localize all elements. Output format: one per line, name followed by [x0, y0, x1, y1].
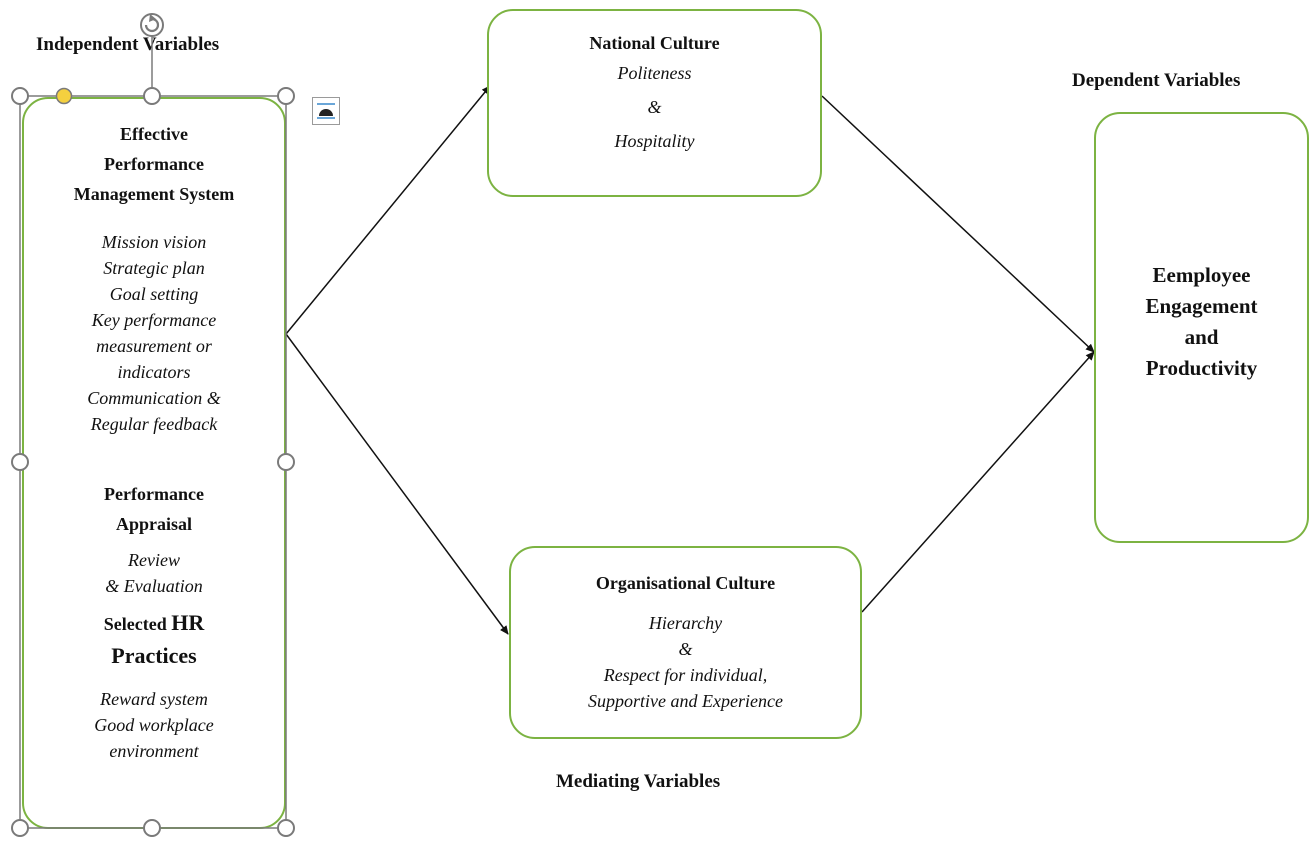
national-culture-items: Politeness & Hospitality [489, 56, 820, 158]
layout-options-icon[interactable] [312, 97, 340, 125]
text-line: Productivity [1145, 356, 1258, 380]
list-item: measurement or [96, 336, 212, 356]
text-line: and [1184, 325, 1219, 349]
dependent-variables-box[interactable]: Eemployee Engagement and Productivity [1094, 112, 1309, 543]
resize-handle-middle-left[interactable] [11, 453, 29, 471]
list-item: Politeness [617, 63, 692, 83]
list-item: Good workplace [94, 715, 214, 735]
performance-appraisal-items: Review & Evaluation [24, 547, 284, 599]
list-item: indicators [117, 362, 191, 382]
list-item: & [647, 97, 662, 117]
performance-appraisal-section: Performance Appraisal Review & Evaluatio… [24, 479, 284, 599]
organisational-culture-title: Organisational Culture [595, 573, 776, 593]
title-line: Performance [104, 484, 204, 504]
list-item: environment [109, 741, 199, 761]
list-item: & Evaluation [105, 576, 203, 596]
resize-handle-bottom-left[interactable] [11, 819, 29, 837]
resize-handle-bottom-right[interactable] [277, 819, 295, 837]
title-line: Performance [104, 154, 204, 174]
list-item: Strategic plan [103, 258, 205, 278]
list-item: Review [128, 550, 180, 570]
resize-handle-top-left[interactable] [11, 87, 29, 105]
text-line: Engagement [1145, 294, 1258, 318]
list-item: Reward system [100, 689, 208, 709]
adjust-handle[interactable] [55, 87, 73, 105]
list-item: Hierarchy [648, 613, 723, 633]
title-prefix: Selected [103, 614, 172, 634]
list-item: & [678, 639, 693, 659]
resize-handle-middle-right[interactable] [277, 453, 295, 471]
national-culture-box[interactable]: National Culture Politeness & Hospitalit… [487, 9, 822, 197]
arrow-national-to-dependent [821, 95, 1095, 353]
independent-variables-label: Independent Variables [36, 34, 220, 55]
arrow-to-national-culture [285, 85, 491, 335]
selected-hr-practices-title: Selected HR Practices [24, 607, 284, 672]
resize-handle-top-middle[interactable] [143, 87, 161, 105]
selected-hr-practices-section: Selected HR Practices Reward system Good… [24, 607, 284, 764]
resize-handle-top-right[interactable] [277, 87, 295, 105]
arrow-to-organisational-culture [285, 333, 509, 635]
title-line: Effective [120, 124, 188, 144]
performance-appraisal-title: Performance Appraisal [24, 479, 284, 539]
organisational-culture-items: Hierarchy & Respect for individual, Supp… [511, 610, 860, 714]
dependent-variables-label: Dependent Variables [1072, 70, 1241, 91]
text-line: Eemployee [1152, 263, 1251, 287]
list-item: Respect for individual, [603, 665, 768, 685]
title-line: Practices [111, 643, 197, 668]
organisational-culture-box[interactable]: Organisational Culture Hierarchy & Respe… [509, 546, 862, 739]
resize-handle-bottom-middle[interactable] [143, 819, 161, 837]
list-item: Communication & [87, 388, 221, 408]
list-item: Mission vision [101, 232, 207, 252]
title-line: Management System [73, 184, 235, 204]
list-item: Key performance [91, 310, 217, 330]
list-item: Supportive and Experience [588, 691, 783, 711]
effective-pms-section: Effective Performance Management System … [24, 119, 284, 437]
national-culture-title: National Culture [589, 33, 720, 53]
rotate-icon[interactable] [140, 13, 164, 37]
arrow-organisational-to-dependent [861, 351, 1095, 613]
title-hr: HR [171, 610, 205, 635]
list-item: Hospitality [614, 131, 695, 151]
effective-pms-title: Effective Performance Management System [24, 119, 284, 209]
list-item: Regular feedback [90, 414, 218, 434]
selected-hr-practices-items: Reward system Good workplace environment [24, 686, 284, 764]
mediating-variables-label: Mediating Variables [556, 771, 721, 792]
list-item: Goal setting [109, 284, 199, 304]
effective-pms-items: Mission vision Strategic plan Goal setti… [24, 229, 284, 437]
title-line: Appraisal [115, 514, 193, 534]
dependent-variables-text: Eemployee Engagement and Productivity [1096, 260, 1307, 384]
